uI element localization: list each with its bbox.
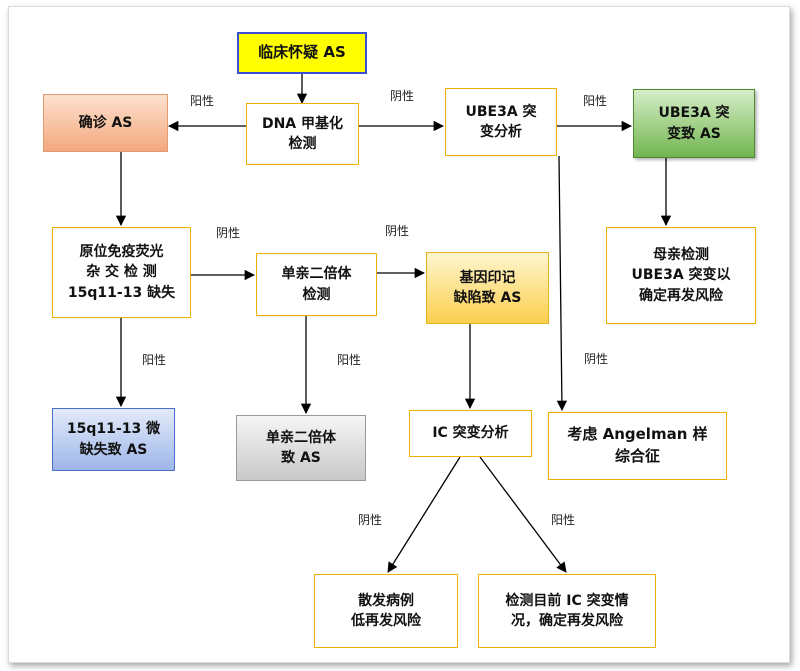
node-confirm: 确诊 AS [43, 94, 168, 152]
edge-label-dna-confirm: 阳性 [190, 94, 215, 108]
edge-label-upd-imprint: 阴性 [385, 224, 410, 238]
node-ic-detect: 检测目前 IC 突变情 况，确定再发风险 [478, 574, 656, 648]
node-fish: 原位免疫荧光 杂 交 检 测 15q11-13 缺失 [52, 227, 191, 318]
node-suspect: 临床怀疑 AS [237, 32, 367, 74]
node-upd: 单亲二倍体 检测 [256, 253, 377, 316]
node-imprint: 基因印记 缺陷致 AS [426, 252, 549, 324]
edge-ic-icdetect [479, 456, 567, 573]
edge-label-dna-ube: 阴性 [390, 89, 415, 103]
edge-ic-sporadic [387, 456, 461, 573]
node-upd-as: 单亲二倍体 致 AS [236, 415, 366, 481]
edge-label-ic-sporadic: 阴性 [358, 513, 383, 527]
node-micro: 15q11-13 微 缺失致 AS [52, 408, 175, 471]
edge-label-upd-updas: 阳性 [337, 353, 362, 367]
node-ube-as: UBE3A 突 变致 AS [633, 89, 755, 158]
edge-label-fish-upd: 阴性 [216, 226, 241, 240]
node-dna: DNA 甲基化 检测 [246, 103, 359, 165]
node-ic: IC 突变分析 [409, 410, 532, 457]
node-angelman: 考虑 Angelman 样 综合征 [548, 412, 727, 480]
node-sporadic: 散发病例 低再发风险 [314, 574, 458, 648]
edge-label-ube-angelman: 阴性 [584, 352, 609, 366]
edge-label-ube-ubeas: 阳性 [583, 94, 608, 108]
edge-label-fish-micro: 阳性 [142, 353, 167, 367]
node-ube-analysis: UBE3A 突 变分析 [445, 88, 557, 156]
edge-ube-angelman [556, 155, 568, 412]
node-mother: 母亲检测 UBE3A 突变以 确定再发风险 [606, 227, 756, 324]
edge-label-ic-icdetect: 阳性 [551, 513, 576, 527]
